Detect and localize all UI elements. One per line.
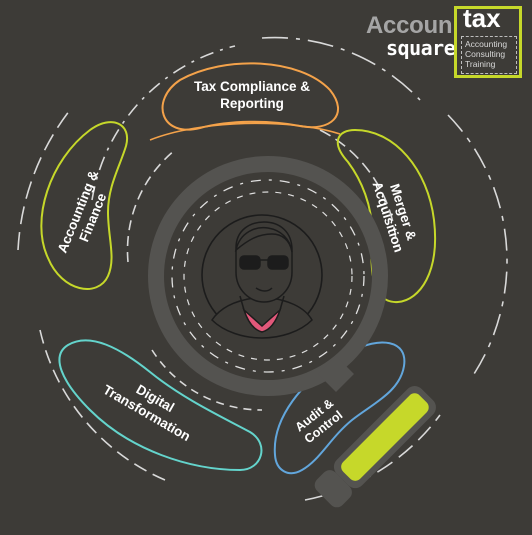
brand-box-line: Consulting xyxy=(465,49,506,59)
service-tax-line-1: Tax Compliance & xyxy=(194,79,310,94)
brand-box: tax Accounting Consulting Training xyxy=(454,3,522,78)
brand-logo: Accoun square tax Accounting Consulting … xyxy=(366,3,532,90)
service-tax-compliance[interactable]: Tax Compliance & Reporting xyxy=(149,62,341,141)
brand-box-title: tax xyxy=(463,3,501,33)
service-digital-transformation[interactable]: Digital Transformation xyxy=(58,339,263,472)
brand-box-lines: Accounting Consulting Training xyxy=(461,36,517,74)
brand-box-line: Training xyxy=(465,59,496,69)
brand-word-1: Accoun xyxy=(366,12,453,39)
brand-word-2: square xyxy=(386,36,456,60)
brand-box-line: Accounting xyxy=(465,39,508,49)
person-with-sunglasses-icon xyxy=(211,221,313,339)
service-accounting-finance[interactable]: Accounting & Finance xyxy=(40,121,129,290)
decorative-rings xyxy=(17,36,508,501)
service-tax-line-2: Reporting xyxy=(220,96,284,111)
